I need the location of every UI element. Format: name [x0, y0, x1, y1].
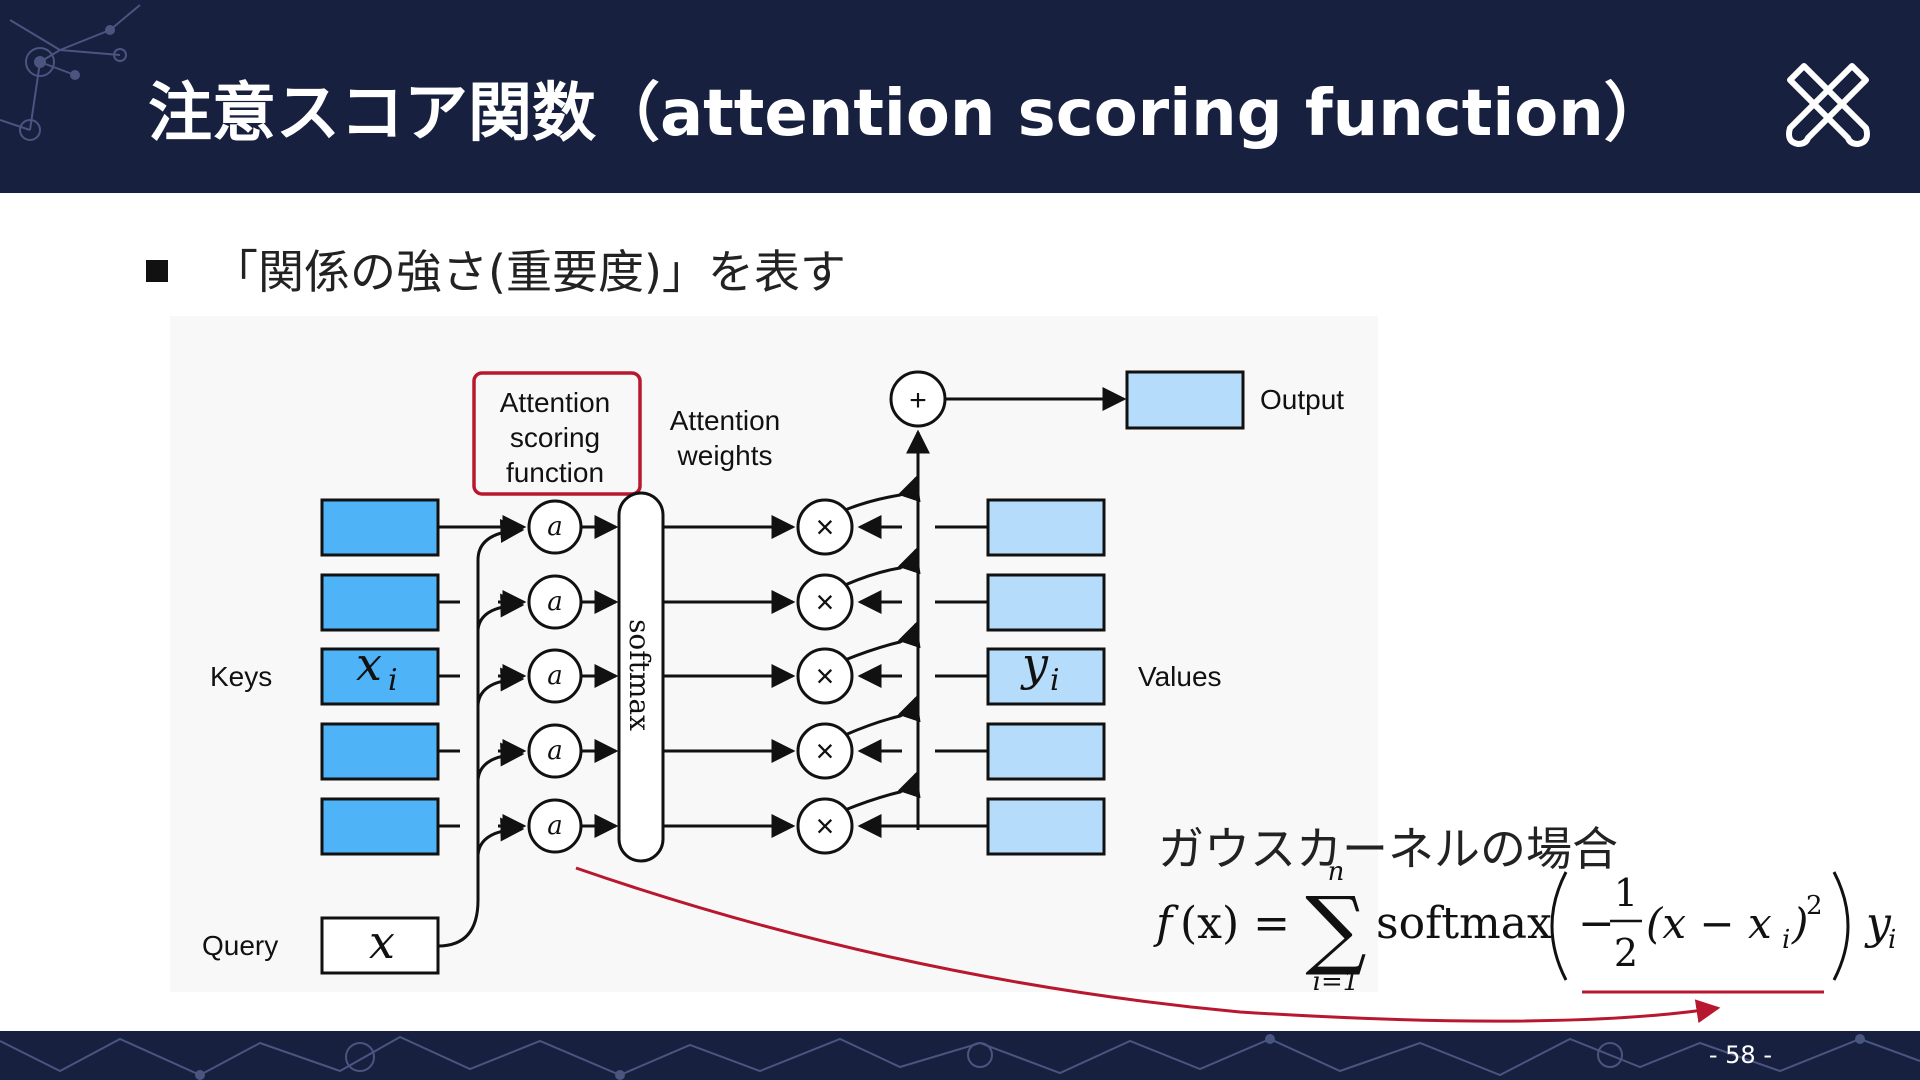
- footer-bar: - 58 -: [0, 1031, 1920, 1080]
- formula-inner-close: ): [1791, 899, 1808, 948]
- formula-power: 2: [1806, 891, 1823, 921]
- formula-minus: −: [1578, 898, 1615, 949]
- page-number: - 58 -: [1708, 1041, 1772, 1069]
- right-paren: [1832, 871, 1850, 981]
- formula-y: y: [1864, 898, 1892, 949]
- bullet-text: 「関係の強さ(重要度)」を表す: [212, 245, 846, 299]
- attention-diagram: [170, 316, 1378, 992]
- formula-inner-sub: i: [1782, 925, 1790, 955]
- fraction-denominator: 2: [1614, 931, 1638, 975]
- page-title: 注意スコア関数（attention scoring function）: [148, 77, 1668, 151]
- network-decoration-footer: [0, 1034, 1920, 1080]
- header-bar: 注意スコア関数（attention scoring function）: [0, 0, 1920, 193]
- crossed-tools-logo-icon: [1786, 63, 1870, 147]
- left-paren: [1550, 871, 1568, 981]
- formula-softmax: softmax: [1376, 898, 1552, 949]
- gaussian-kernel-title: ガウスカーネルの場合: [1158, 822, 1618, 876]
- bullet-square: [146, 260, 168, 282]
- network-decoration: [0, 4, 141, 141]
- formula-inner: (x − x: [1646, 899, 1772, 948]
- formula-y-sub: i: [1888, 925, 1896, 955]
